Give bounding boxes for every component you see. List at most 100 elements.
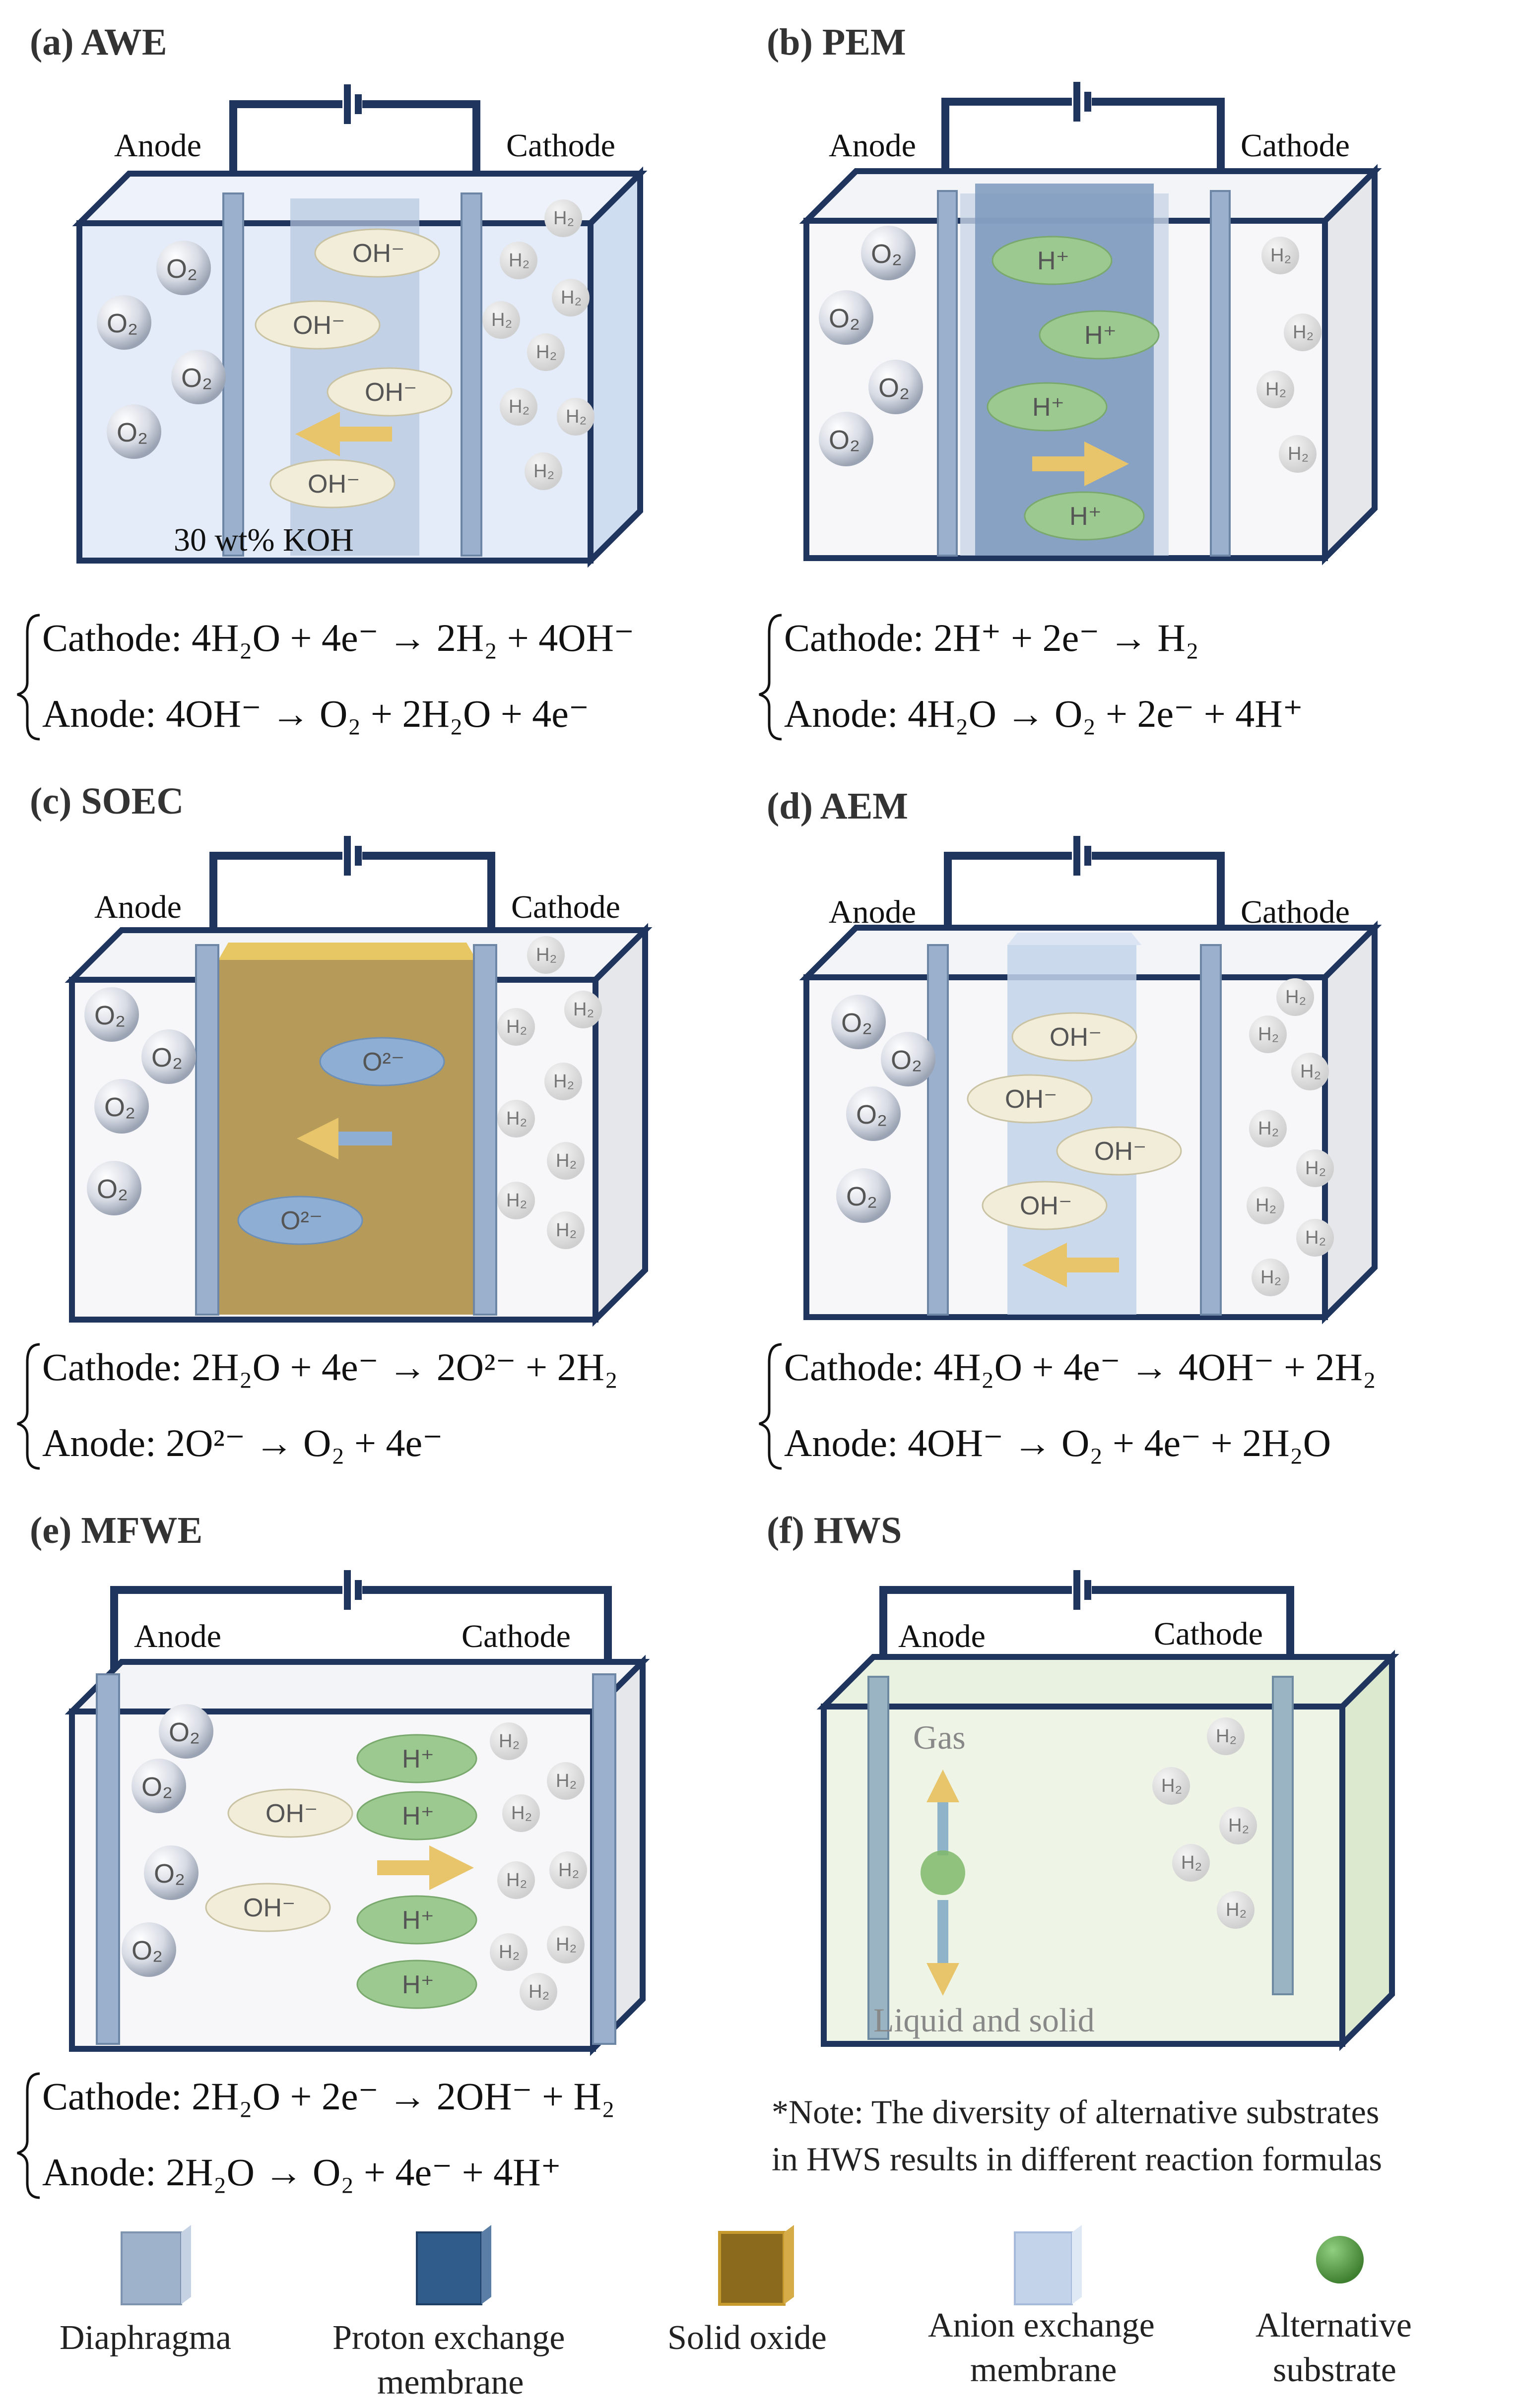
circuit-wire <box>229 100 480 189</box>
svg-text:H₂: H₂ <box>553 208 574 229</box>
legend-anion-exchange-membrane: Anion exchange membrane <box>928 2225 1155 2389</box>
svg-text:H₂: H₂ <box>509 396 529 417</box>
svg-text:H⁺: H⁺ <box>1032 393 1064 422</box>
svg-text:H₂: H₂ <box>499 1731 520 1752</box>
anode-label: Anode <box>829 894 916 930</box>
svg-text:OH⁻: OH⁻ <box>308 470 360 499</box>
panel-f: (f) HWS Anode Cathode Gas Liquid and sol… <box>767 1510 1399 2178</box>
anode-equation: Anode: 4OH⁻ → O₂ + 4e⁻ + 2H₂O <box>784 1421 1331 1464</box>
panel-d: (d) AEM Anode Cathode O₂ O₂ O₂ O₂ OH⁻ OH… <box>759 785 1382 1470</box>
cathode-electrode <box>1272 1676 1294 1995</box>
svg-text:OH⁻: OH⁻ <box>1020 1192 1072 1220</box>
svg-text:OH⁻: OH⁻ <box>352 239 404 268</box>
svg-text:H₂: H₂ <box>1260 1267 1281 1288</box>
liquid-solid-label: Liquid and solid <box>873 2001 1095 2039</box>
svg-text:H₂: H₂ <box>556 1771 577 1791</box>
svg-text:OH⁻: OH⁻ <box>1050 1023 1102 1052</box>
svg-text:H₂: H₂ <box>1256 1195 1276 1216</box>
h-plus-ions: H⁺ H⁺ H⁺ H⁺ <box>987 236 1160 541</box>
svg-text:OH⁻: OH⁻ <box>265 1799 318 1828</box>
svg-text:O₂: O₂ <box>117 418 148 447</box>
svg-text:H₂: H₂ <box>1258 1024 1279 1045</box>
svg-text:OH⁻: OH⁻ <box>1094 1137 1146 1166</box>
svg-text:Proton exchange: Proton exchange <box>332 2319 565 2357</box>
svg-text:H₂: H₂ <box>1228 1815 1249 1836</box>
svg-text:O₂: O₂ <box>181 363 212 393</box>
svg-text:OH⁻: OH⁻ <box>293 311 345 340</box>
svg-text:O₂: O₂ <box>154 1859 185 1889</box>
svg-text:H₂: H₂ <box>1216 1726 1237 1747</box>
anode-electrode <box>927 944 949 1316</box>
oh-ions: OH⁻ OH⁻ <box>205 1788 353 1932</box>
equation-brace <box>759 1343 782 1470</box>
panel-e-title: (e) MFWE <box>30 1510 202 1551</box>
cathode-electrode <box>461 192 482 557</box>
h2-bubbles: H₂ H₂ H₂ H₂ H₂ H₂ H₂ H₂ <box>1247 978 1334 1296</box>
cathode-label: Cathode <box>1241 894 1350 930</box>
anode-electrode <box>937 190 958 557</box>
svg-text:O₂: O₂ <box>141 1772 173 1802</box>
svg-text:H⁺: H⁺ <box>402 1970 434 1999</box>
svg-text:H₂: H₂ <box>553 1071 574 1092</box>
svg-text:membrane: membrane <box>377 2363 524 2402</box>
svg-text:O²⁻: O²⁻ <box>362 1048 404 1077</box>
cathode-electrode <box>473 944 497 1316</box>
svg-text:O₂: O₂ <box>97 1174 128 1204</box>
equation-brace <box>17 2072 40 2199</box>
anode-label: Anode <box>134 1618 221 1654</box>
svg-text:H₂: H₂ <box>1305 1158 1326 1179</box>
circuit-wire <box>110 1586 612 1677</box>
o2-molecules: O₂ O₂ O₂ O₂ <box>819 226 923 466</box>
svg-text:H⁺: H⁺ <box>402 1906 434 1935</box>
note-line-1: *Note: The diversity of alternative subs… <box>772 2093 1379 2131</box>
anode-label: Anode <box>829 127 916 164</box>
panel-c: (c) SOEC Anode Cathode O₂ O₂ O₂ O₂ O²⁻ O… <box>17 780 653 1470</box>
svg-text:H⁺: H⁺ <box>402 1802 434 1831</box>
circuit-wire <box>209 852 495 943</box>
svg-text:H₂: H₂ <box>1258 1118 1279 1139</box>
svg-text:H₂: H₂ <box>506 1016 527 1037</box>
svg-text:O₂: O₂ <box>94 1001 126 1030</box>
svg-text:H₂: H₂ <box>1226 1900 1247 1920</box>
svg-text:H⁺: H⁺ <box>1069 502 1102 531</box>
legend-alternative-substrate: Alternative substrate <box>1256 2236 1412 2389</box>
svg-text:OH⁻: OH⁻ <box>243 1894 295 1922</box>
svg-text:H₂: H₂ <box>558 1860 579 1881</box>
panel-c-title: (c) SOEC <box>30 780 184 822</box>
svg-text:H₂: H₂ <box>506 1108 527 1129</box>
anode-label: Anode <box>94 889 182 925</box>
svg-text:O₂: O₂ <box>891 1045 922 1075</box>
h2-bubbles: H₂ H₂ H₂ H₂ <box>1256 237 1322 473</box>
svg-text:O₂: O₂ <box>878 373 910 403</box>
equation-brace <box>759 614 782 741</box>
svg-text:H₂: H₂ <box>1305 1227 1326 1248</box>
svg-text:H⁺: H⁺ <box>1084 321 1117 350</box>
circuit-wire <box>879 1586 1294 1677</box>
svg-text:H₂: H₂ <box>1288 444 1309 464</box>
svg-text:H₂: H₂ <box>506 1190 527 1211</box>
o2-minus-ions: O²⁻ O²⁻ <box>237 1037 445 1245</box>
svg-text:OH⁻: OH⁻ <box>365 378 417 407</box>
note-line-2: in HWS results in different reaction for… <box>772 2140 1382 2178</box>
svg-text:H⁺: H⁺ <box>402 1745 434 1774</box>
panel-e: (e) MFWE Anode Cathode O₂ O₂ O₂ O₂ OH⁻ O… <box>17 1510 650 2199</box>
svg-text:H₂: H₂ <box>556 1150 577 1171</box>
cathode-equation: Cathode: 4H₂O + 4e⁻ → 2H₂ + 4OH⁻ <box>42 616 634 659</box>
svg-text:H₂: H₂ <box>1181 1852 1202 1873</box>
svg-text:O₂: O₂ <box>841 1008 872 1038</box>
o2-molecules: O₂ O₂ O₂ O₂ <box>84 987 196 1215</box>
anode-electrode <box>867 1676 889 2040</box>
cathode-label: Cathode <box>506 127 615 164</box>
legend-solid-oxide: Solid oxide <box>667 2225 827 2357</box>
svg-text:O₂: O₂ <box>871 239 902 269</box>
anode-label: Anode <box>898 1618 986 1654</box>
svg-text:Alternative: Alternative <box>1256 2306 1412 2345</box>
svg-text:H₂: H₂ <box>529 1981 549 2002</box>
svg-text:H₂: H₂ <box>556 1220 577 1241</box>
cathode-label: Cathode <box>1241 127 1350 164</box>
alternative-substrate-icon <box>921 1850 965 1895</box>
anode-equation: Anode: 2O²⁻ → O₂ + 4e⁻ <box>42 1421 443 1464</box>
svg-text:O₂: O₂ <box>856 1100 887 1130</box>
h2-bubbles: H₂ H₂ H₂ H₂ H₂ H₂ H₂ H₂ <box>490 1722 587 2011</box>
